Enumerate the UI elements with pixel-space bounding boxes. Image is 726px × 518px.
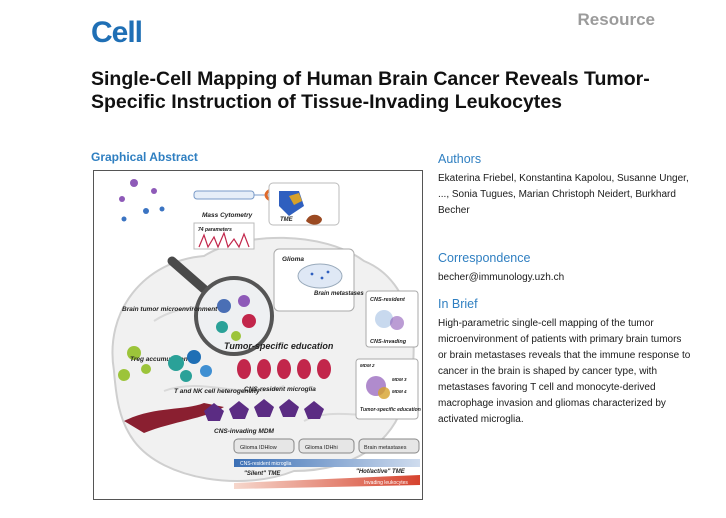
label-brain-metastases-box: Brain metastases xyxy=(364,445,407,451)
label-cns-invading-mdm: CNS-invading MDM xyxy=(214,428,275,435)
t-nk-cells xyxy=(168,350,212,382)
in-brief-text: High-parametric single-cell mapping of t… xyxy=(438,318,691,425)
graphical-abstract-illustration: Mass Cytometry 74 parameters TME Glioma … xyxy=(111,179,421,489)
label-tumor-specific-education-small: Tumor-specific education xyxy=(360,407,421,413)
correspondence-email[interactable]: becher@immunology.uzh.ch xyxy=(438,272,565,283)
correspondence-heading: Correspondence xyxy=(438,251,531,265)
magnifier-icon xyxy=(167,256,274,356)
label-cns-resident-microglia: CNS-resident microglia xyxy=(244,386,316,393)
label-t-nk-heterogeneity: T and NK cell heterogeneity xyxy=(174,388,260,395)
label-mdm4: MDM 4 xyxy=(392,389,407,394)
label-glioma-idh-hi: Glioma IDHhi xyxy=(305,445,338,451)
graphical-abstract-heading: Graphical Abstract xyxy=(91,150,198,164)
authors-list: Ekaterina Friebel, Konstantina Kapolou, … xyxy=(438,173,689,216)
label-cns-resident-microglia-bar: CNS-resident microglia xyxy=(240,461,292,467)
authors-section: Authors Ekaterina Friebel, Konstantina K… xyxy=(438,151,693,219)
authors-heading: Authors xyxy=(438,152,482,166)
label-cns-resident: CNS-resident xyxy=(370,297,406,303)
label-tumor-specific-education: Tumor-specific education xyxy=(224,341,334,351)
label-mdm2: MDM 2 xyxy=(360,363,375,368)
label-mass-cytometry: Mass Cytometry xyxy=(202,212,253,219)
label-mdm3: MDM 3 xyxy=(392,377,407,382)
correspondence-section: Correspondence becher@immunology.uzh.ch xyxy=(438,250,693,286)
label-brain-tumor-microenvironment: Brain tumor microenvironment xyxy=(122,306,218,313)
journal-logo: Cell xyxy=(91,16,143,49)
label-hot-active-tme: "Hot/active" TME xyxy=(356,469,406,475)
label-treg-accumulation: Treg accumulation xyxy=(130,356,188,363)
label-invading-leukocytes: Invading leukocytes xyxy=(364,480,408,486)
label-cns-invading: CNS-invading xyxy=(370,339,407,345)
immune-cells-cluster xyxy=(119,179,165,222)
in-brief-heading: In Brief xyxy=(438,297,478,311)
label-tme: TME xyxy=(280,217,294,223)
section-label: Resource xyxy=(577,10,655,29)
label-silent-tme: "Silent" TME xyxy=(244,471,281,477)
microglia-cells xyxy=(237,359,331,379)
label-glioma-idh-low: Glioma IDHlow xyxy=(240,445,277,451)
article-title: Single-Cell Mapping of Human Brain Cance… xyxy=(91,68,650,113)
graphical-abstract-figure: Mass Cytometry 74 parameters TME Glioma … xyxy=(93,170,423,500)
label-brain-metastases: Brain metastases xyxy=(314,291,364,297)
treg-cells xyxy=(118,346,151,381)
label-glioma: Glioma xyxy=(282,256,304,263)
mdm-cells xyxy=(204,399,324,421)
label-parameters: 74 parameters xyxy=(198,227,232,233)
in-brief-section: In Brief High-parametric single-cell map… xyxy=(438,296,693,428)
